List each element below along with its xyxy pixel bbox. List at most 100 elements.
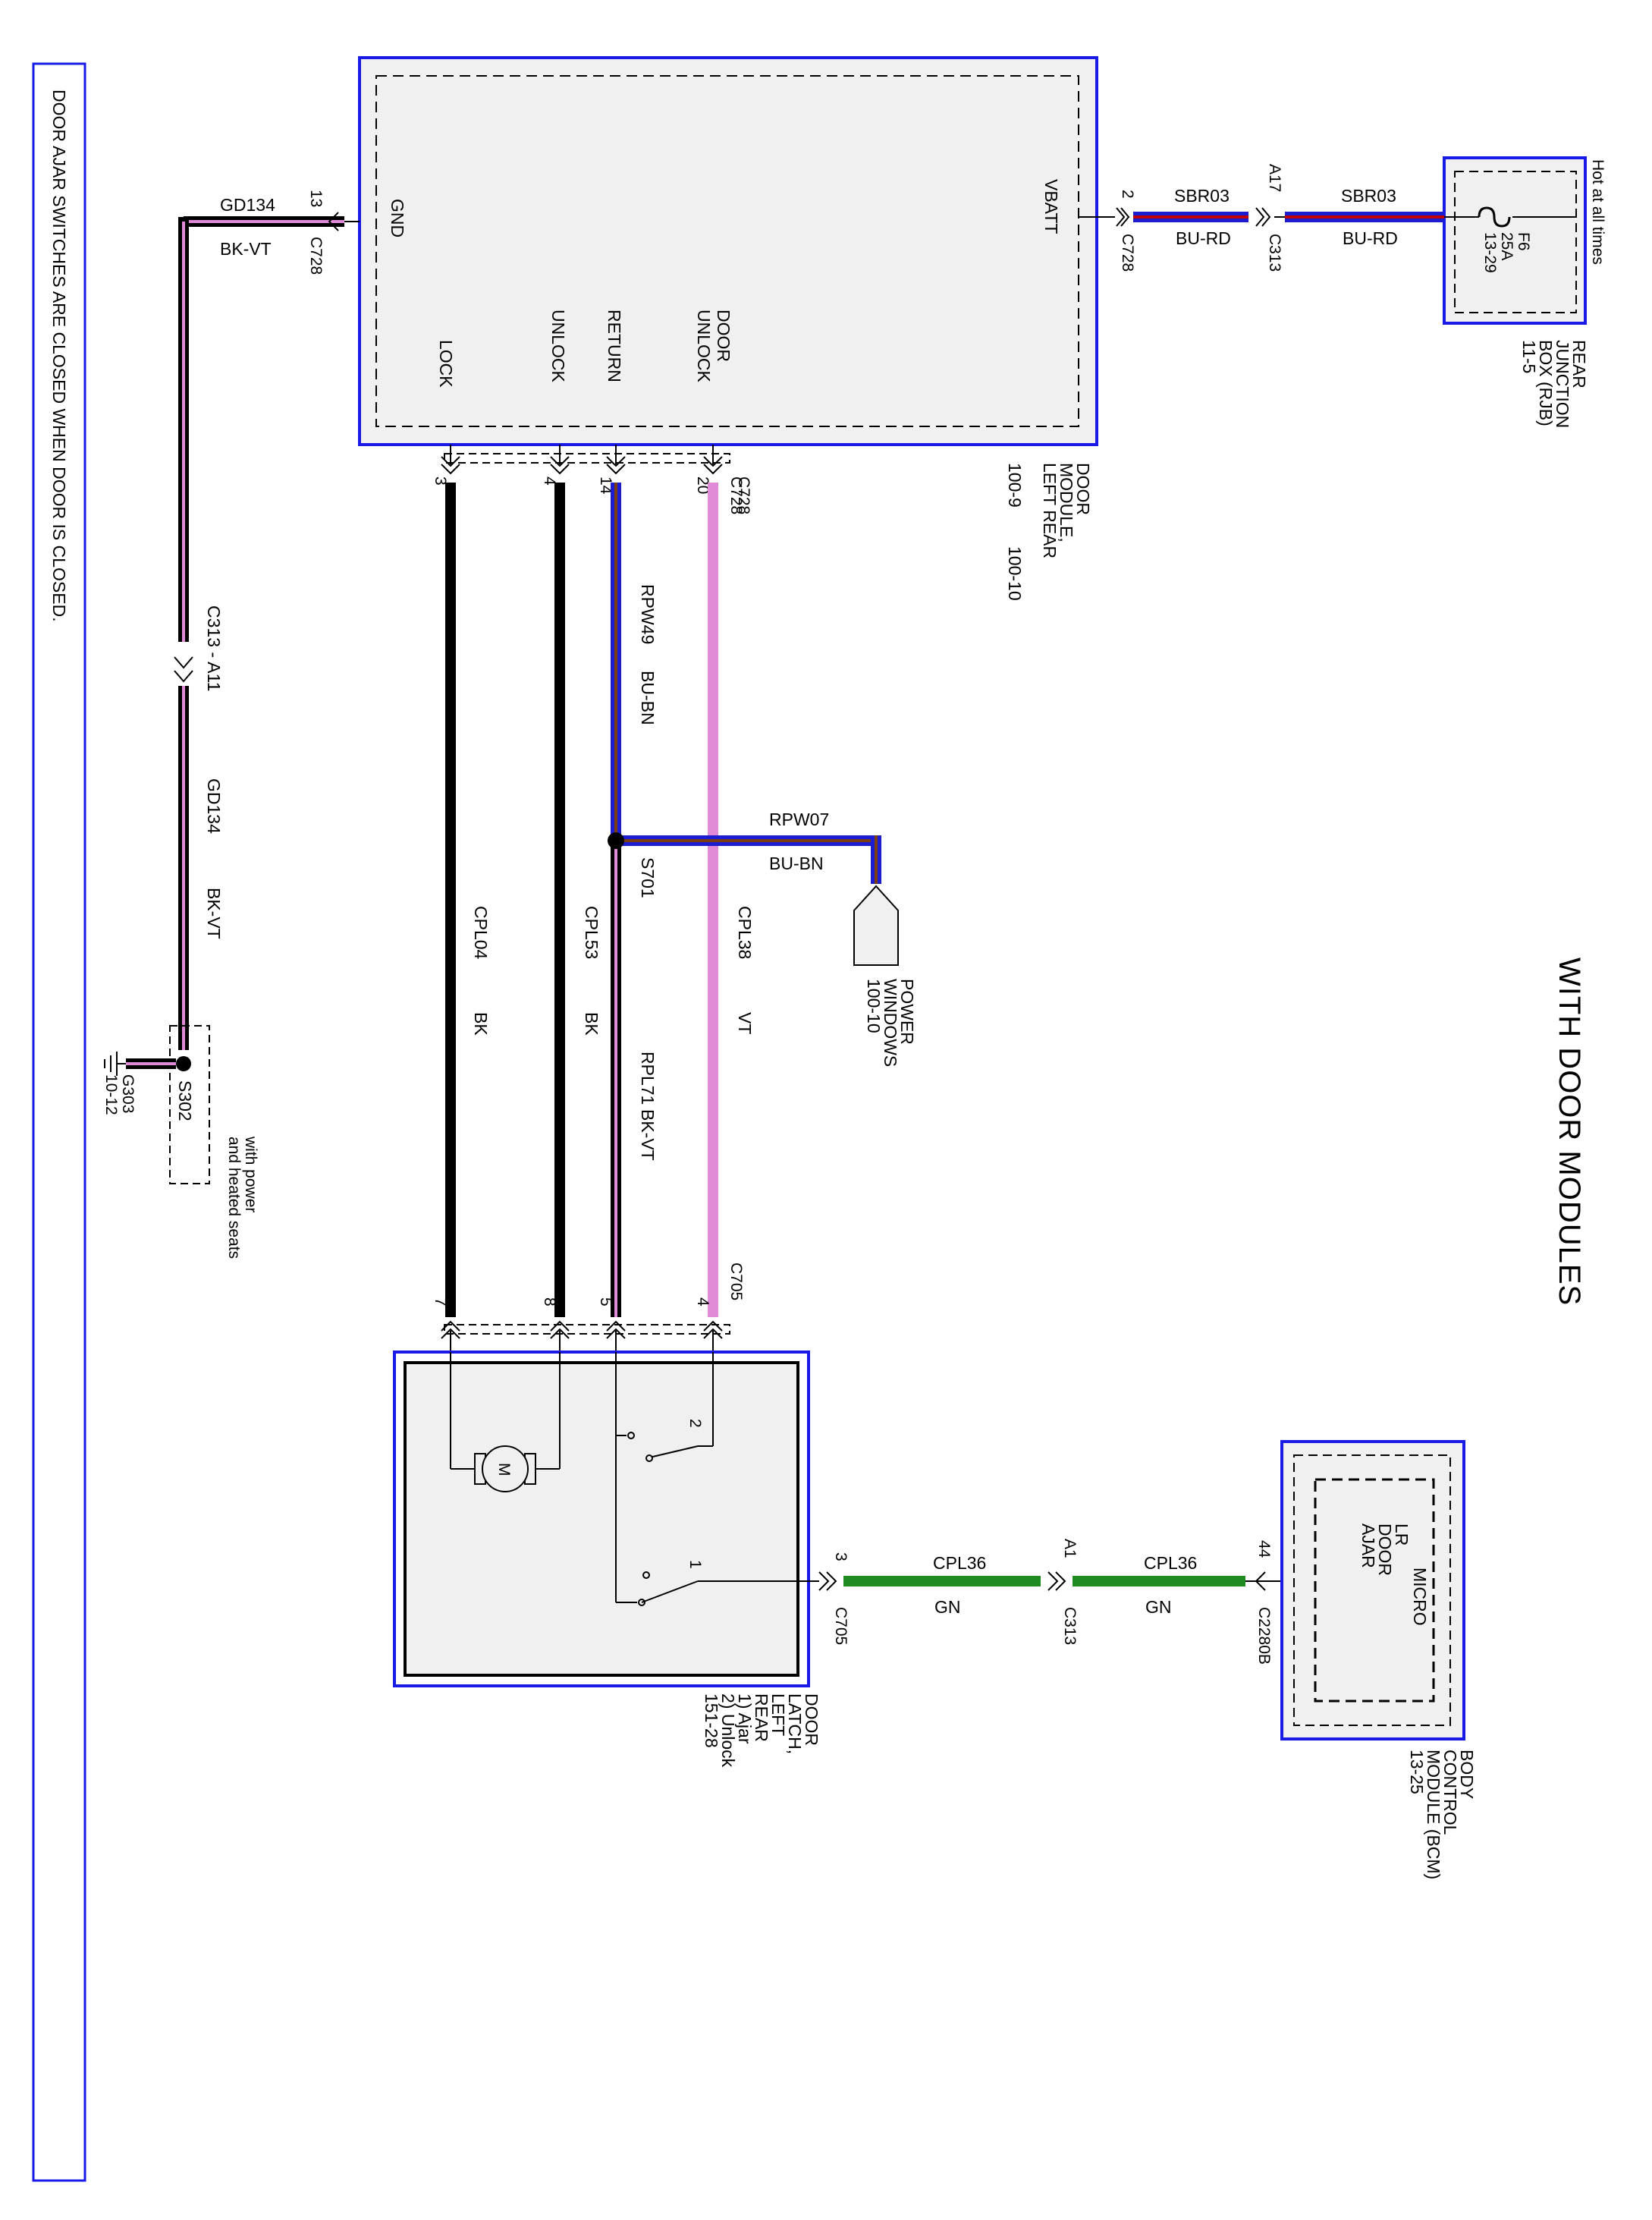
- bcm-micro: MICRO: [1410, 1568, 1430, 1626]
- power-windows-3: 100-10: [864, 979, 884, 1033]
- switch-2-label: 2: [686, 1419, 704, 1428]
- c728-gnd-pin: 13: [307, 190, 325, 207]
- door-module-name-2: MODULE,: [1057, 463, 1076, 542]
- c728-pin-unlock: 4: [541, 476, 558, 486]
- c705-pin-return: 5: [597, 1297, 614, 1307]
- s302-note-2: and heated seats: [225, 1137, 243, 1259]
- door-latch: [393, 1351, 819, 1687]
- pin-vbatt: VBATT: [1041, 179, 1061, 234]
- pin-lock: LOCK: [436, 340, 456, 388]
- cpl36-b-circuit: CPL36: [1144, 1553, 1197, 1573]
- sbr03-b-color: BU-RD: [1343, 228, 1398, 248]
- cpl53-wire: [554, 483, 565, 1317]
- rpl71-circuit: RPL71: [638, 1052, 658, 1105]
- cpl38-circuit: CPL38: [735, 906, 755, 959]
- c728-pin-lock: 3: [432, 476, 449, 486]
- ground-name: G303: [119, 1074, 137, 1113]
- s701-label: S701: [638, 857, 658, 898]
- s302-splice: [104, 1025, 210, 1184]
- power-windows-2: WINDOWS: [881, 979, 900, 1067]
- latch-name-2: LATCH,: [785, 1693, 805, 1754]
- c313-top-connector: C313: [1266, 234, 1283, 272]
- sbr03-a-circuit: SBR03: [1174, 186, 1230, 206]
- c728-wire-connector: C728: [735, 476, 752, 514]
- bcm-name-2: CONTROL: [1440, 1750, 1460, 1835]
- cpl38-wire: [708, 483, 718, 1317]
- c728-vbatt-connector: C728: [1119, 234, 1136, 272]
- door-module-ref-1: 100-9: [1005, 463, 1025, 508]
- power-windows-1: POWER: [897, 979, 917, 1045]
- sbr03-a-color: BU-RD: [1176, 228, 1231, 248]
- s302-label: S302: [175, 1080, 195, 1121]
- bcm-name-3: MODULE (BCM): [1424, 1750, 1443, 1879]
- latch-name-5: 1) Ajar: [735, 1693, 755, 1744]
- bcm-inner-3: AJAR: [1358, 1523, 1378, 1568]
- pin-unlock: UNLOCK: [548, 310, 568, 383]
- cpl36-a-circuit: CPL36: [933, 1553, 986, 1573]
- c705-terminals: [441, 1320, 723, 1352]
- c728-terminals: [441, 445, 723, 475]
- s302-note-1: with power: [242, 1136, 259, 1212]
- latch-name-1: DOOR: [802, 1693, 821, 1746]
- gd134-wire: [174, 212, 360, 1050]
- cpl38-color: VT: [735, 1012, 755, 1034]
- sbr03-b-circuit: SBR03: [1341, 186, 1396, 206]
- rpw07-wire: [608, 832, 881, 884]
- latch-name-7: 151-28: [702, 1693, 721, 1748]
- door-module: GND VBATT LOCK UNLOCK RETURN DOOR UNLOCK…: [358, 56, 1098, 601]
- cpl04-wire: [445, 483, 456, 1317]
- latch-out-connector: C705: [832, 1607, 850, 1645]
- cpl53-circuit: CPL53: [582, 906, 601, 959]
- pin-door: DOOR: [714, 310, 733, 362]
- rjb-name-1: REAR: [1569, 340, 1589, 388]
- rpw49-color: BU-BN: [638, 671, 658, 725]
- rjb-name-2: JUNCTION: [1553, 340, 1572, 428]
- c705-pin-unlock: 8: [541, 1297, 558, 1307]
- sbr03-wire: [1079, 207, 1479, 227]
- note-box: [32, 62, 86, 2182]
- cpl36-a-color: GN: [934, 1597, 961, 1617]
- c705-pin-lock: 7: [432, 1297, 449, 1307]
- rear-junction-box: Hot at all times F6 25A 13-29 REAR JUNCT…: [1443, 156, 1606, 428]
- c313-top-pin: A17: [1266, 164, 1283, 192]
- rpw07-color: BU-BN: [769, 854, 824, 873]
- rjb-name-3: BOX (RJB): [1536, 340, 1556, 426]
- cpl04-color: BK: [471, 1012, 491, 1036]
- c728-bottom-connector: C728: [727, 476, 745, 514]
- gd134-mid-circuit: GD134: [204, 778, 224, 834]
- rpw49-circuit: RPW49: [638, 584, 658, 644]
- door-ajar-note: DOOR AJAR SWITCHES ARE CLOSED WHEN DOOR …: [49, 90, 69, 622]
- body-control-module: [1280, 1440, 1465, 1740]
- latch-out-pin: 3: [832, 1552, 850, 1561]
- fuse-symbol: [1478, 206, 1511, 228]
- door-module-name-1: DOOR: [1073, 463, 1093, 515]
- rpl71-wire: [611, 839, 621, 1317]
- motor-label: M: [495, 1463, 513, 1476]
- bcm-name-4: 13-25: [1407, 1750, 1427, 1794]
- bcm-pin: 44: [1255, 1540, 1273, 1558]
- door-module-name-3: LEFT REAR: [1040, 463, 1060, 558]
- rjb-hot-text: Hot at all times: [1589, 159, 1606, 265]
- cpl53-color: BK: [582, 1012, 601, 1036]
- bcm-name-1: BODY: [1457, 1750, 1477, 1799]
- diagram-title: WITH DOOR MODULES: [1553, 957, 1586, 1306]
- pin-return: RETURN: [605, 310, 624, 382]
- latch-name-3: LEFT: [768, 1693, 788, 1736]
- c313-mid-pin: A1: [1061, 1539, 1079, 1558]
- door-module-ref-2: 100-10: [1005, 546, 1025, 601]
- ground-ref: 10-12: [102, 1074, 120, 1115]
- pin-gnd: GND: [388, 199, 407, 237]
- c705-pin-door-unlock: 4: [694, 1297, 711, 1307]
- power-windows-connector: [853, 885, 899, 966]
- rpl71-color: BK-VT: [638, 1109, 658, 1161]
- c705-connector-outline: [444, 1324, 730, 1335]
- rpw49-wire: [611, 483, 621, 839]
- c728-pin-return: 14: [597, 476, 614, 495]
- c728-pin-door-unlock: 20: [694, 476, 711, 494]
- bcm-inner-2: DOOR: [1375, 1523, 1395, 1576]
- c313-mid-connector: C313: [1061, 1607, 1079, 1645]
- latch-name-4: REAR: [752, 1693, 771, 1742]
- latch-name-6: 2) Unlock: [718, 1693, 738, 1768]
- bcm-inner-1: LR: [1392, 1523, 1412, 1546]
